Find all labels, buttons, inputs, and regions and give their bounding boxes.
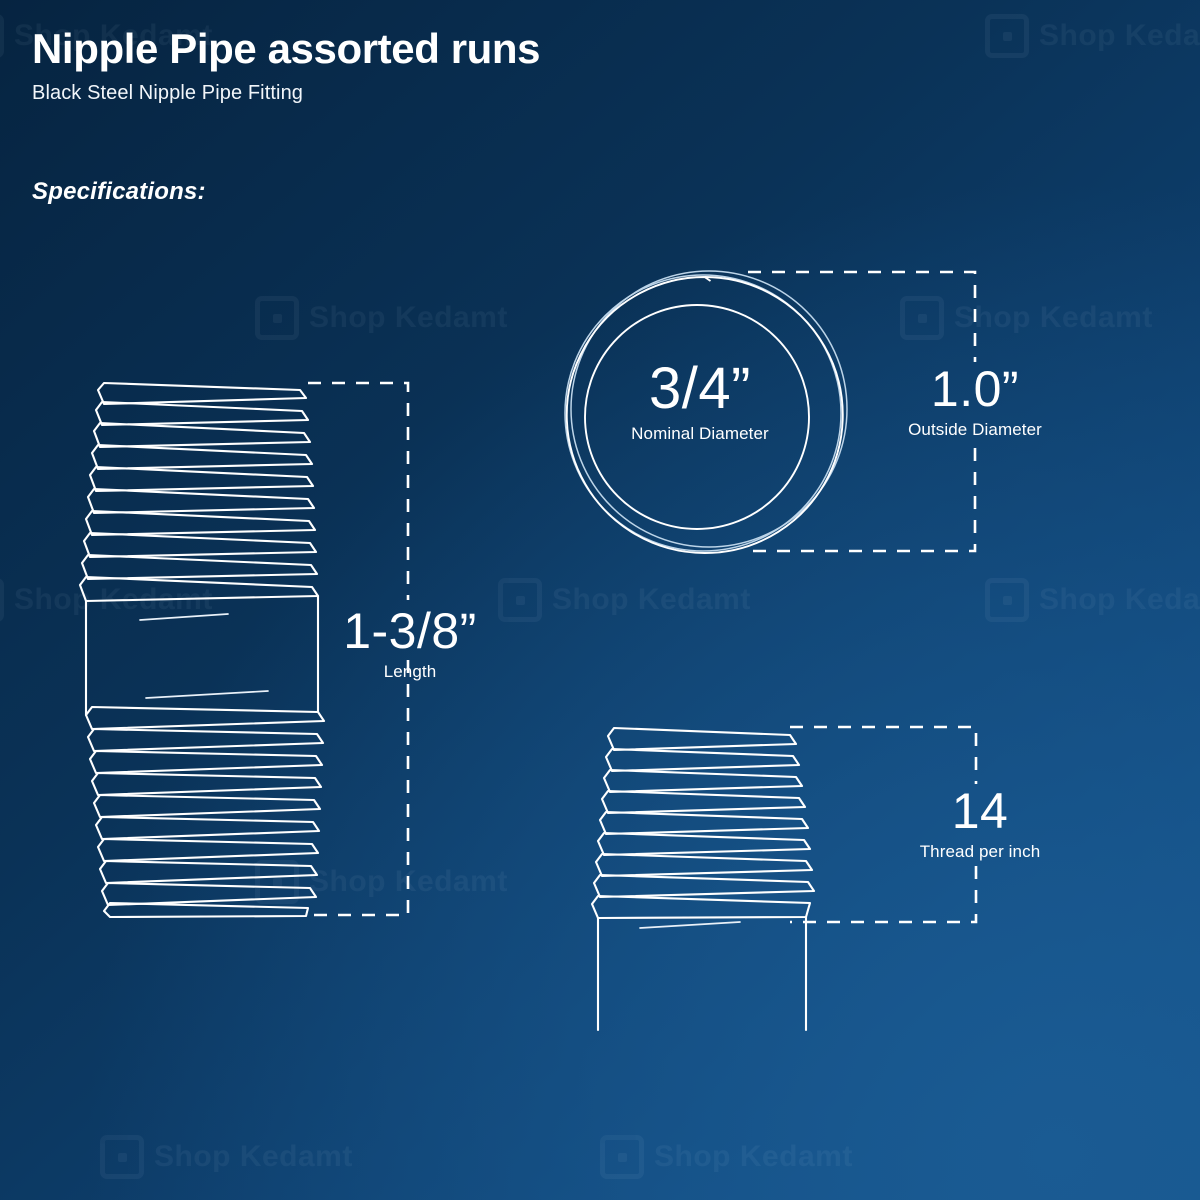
upper-thread-band [78, 381, 320, 603]
lower-thread-band [84, 705, 326, 919]
nominal-diameter-label: Nominal Diameter [631, 424, 769, 443]
outside-diameter-label: Outside Diameter [908, 420, 1042, 439]
threads-per-inch-label: Thread per inch [919, 842, 1041, 861]
length-dimension-bracket [308, 381, 410, 917]
threads-per-inch-value: 14 [951, 783, 1009, 839]
threaded-pipe-nipple-icon [78, 381, 326, 919]
callout-length: 1-3/8” Length [330, 606, 490, 682]
outside-diameter-value: 1.0” [930, 361, 1020, 417]
specifications-heading: Specifications: [32, 178, 206, 205]
header: Nipple Pipe assorted runs Black Steel Ni… [32, 25, 932, 105]
thread-detail-icon [590, 726, 816, 1032]
pipe-cross-section-circle-icon [564, 270, 848, 554]
nominal-diameter-value: 3/4” [649, 356, 751, 421]
callout-nominal-diameter: 3/4” Nominal Diameter [600, 360, 800, 444]
callout-outside-diameter: 1.0” Outside Diameter [880, 364, 1070, 440]
page-subtitle: Black Steel Nipple Pipe Fitting [32, 82, 304, 105]
pipe-body-middle [84, 594, 320, 717]
page-title: Nipple Pipe assorted runs [32, 25, 541, 72]
length-label: Length [383, 662, 437, 681]
length-value: 1-3/8” [343, 603, 477, 659]
outside-diameter-bracket [748, 270, 977, 553]
callout-threads-per-inch: 14 Thread per inch [895, 786, 1065, 862]
threads-per-inch-bracket [790, 725, 978, 924]
